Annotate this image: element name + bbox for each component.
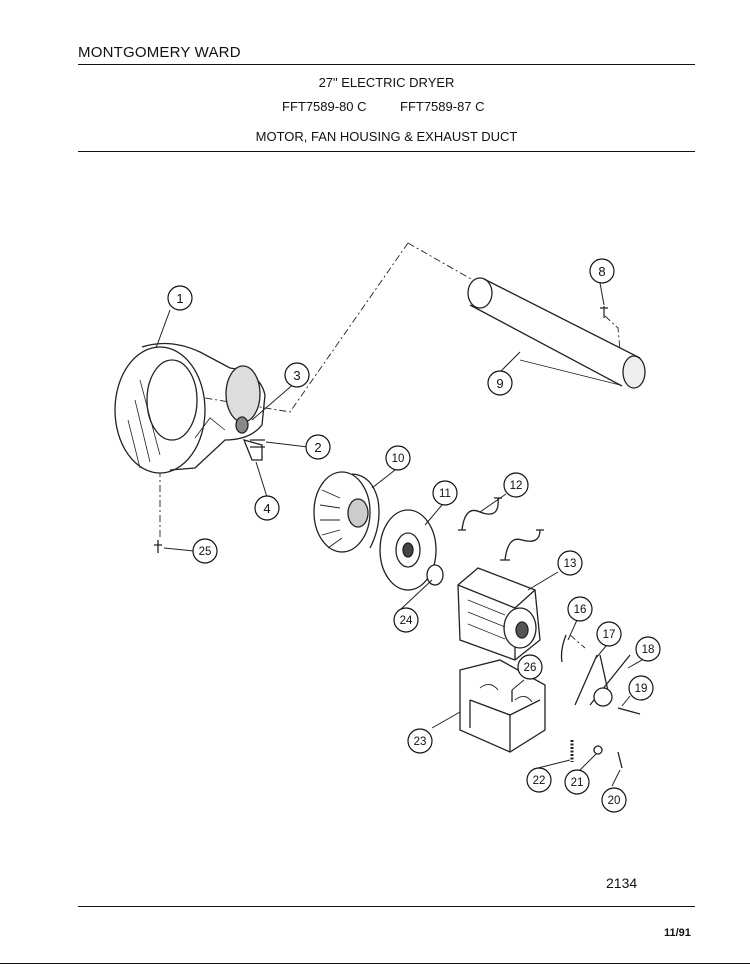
- callout-26-label: 26: [524, 662, 537, 674]
- callout-11-label: 11: [439, 488, 451, 500]
- callout-26: 26: [517, 654, 543, 680]
- callout-21: 21: [564, 769, 590, 795]
- diagram-code: 2134: [606, 875, 638, 891]
- model-number-2: FFT7589-87 C: [400, 99, 485, 114]
- springs-and-screws: [154, 540, 623, 769]
- section-title: MOTOR, FAN HOUSING & EXHAUST DUCT: [255, 129, 518, 144]
- callout-13-label: 13: [564, 558, 577, 570]
- callout-19: 19: [628, 675, 654, 701]
- callout-16-label: 16: [574, 604, 587, 616]
- callout-20-label: 20: [608, 795, 621, 807]
- callout-10: 10: [385, 445, 411, 471]
- callout-3: 3: [284, 362, 310, 388]
- callout-24: 24: [393, 607, 419, 633]
- idler-and-switch-parts: [560, 634, 641, 715]
- callout-16: 16: [567, 596, 593, 622]
- header-rule-bottom: [78, 151, 695, 152]
- callout-21-label: 21: [571, 777, 584, 789]
- page-bottom-rule: [0, 963, 750, 964]
- callout-12: 12: [503, 472, 529, 498]
- callout-4-label: 4: [263, 501, 270, 516]
- callout-25: 25: [192, 538, 218, 564]
- footer-rule: [78, 906, 695, 907]
- callout-22: 22: [526, 767, 552, 793]
- bearing-part: [426, 564, 444, 586]
- callout-2: 2: [305, 434, 331, 460]
- callout-22-label: 22: [533, 775, 546, 787]
- callout-13: 13: [557, 550, 583, 576]
- blower-wheel-part: [313, 471, 380, 553]
- screw-8-part: [600, 306, 608, 318]
- callout-labels: 1 3 2 4 8 9 10 11 12 13 24 16 17 18 19 2…: [167, 258, 661, 813]
- callout-23: 23: [407, 728, 433, 754]
- leader-lines: [155, 282, 643, 787]
- model-number-1: FFT7589-80 C: [282, 99, 367, 114]
- callout-8-label: 8: [598, 264, 605, 279]
- seal-plate-part: [379, 509, 437, 591]
- revision-date: 11/91: [664, 927, 691, 939]
- callout-17: 17: [596, 621, 622, 647]
- callout-1-label: 1: [176, 291, 183, 306]
- motor-mount-part: [459, 659, 546, 753]
- callout-10-label: 10: [392, 453, 405, 465]
- callout-19-label: 19: [635, 683, 648, 695]
- motor-clamp-parts: [458, 497, 544, 561]
- assembly-guide-lines: [159, 242, 621, 649]
- callout-24-label: 24: [400, 615, 413, 627]
- callout-12-label: 12: [510, 480, 523, 492]
- callout-2-label: 2: [314, 440, 321, 455]
- callout-9: 9: [487, 370, 513, 396]
- callout-18: 18: [635, 636, 661, 662]
- exhaust-duct-part: [467, 277, 646, 389]
- product-title: 27" ELECTRIC DRYER: [318, 75, 455, 90]
- callout-3-label: 3: [293, 368, 300, 383]
- callout-8: 8: [589, 258, 615, 284]
- brand-name: MONTGOMERY WARD: [78, 44, 241, 61]
- callout-9-label: 9: [496, 376, 503, 391]
- callout-17-label: 17: [603, 629, 616, 641]
- callout-4: 4: [254, 495, 280, 521]
- callout-25-label: 25: [199, 546, 212, 558]
- motor-part: [457, 567, 541, 661]
- callout-11: 11: [432, 480, 458, 506]
- blower-housing-part: [114, 342, 266, 474]
- header-rule-top: [78, 64, 695, 65]
- callout-23-label: 23: [414, 736, 427, 748]
- small-hardware-parts: [235, 416, 265, 461]
- callout-18-label: 18: [642, 644, 655, 656]
- callout-20: 20: [601, 787, 627, 813]
- callout-1: 1: [167, 285, 193, 311]
